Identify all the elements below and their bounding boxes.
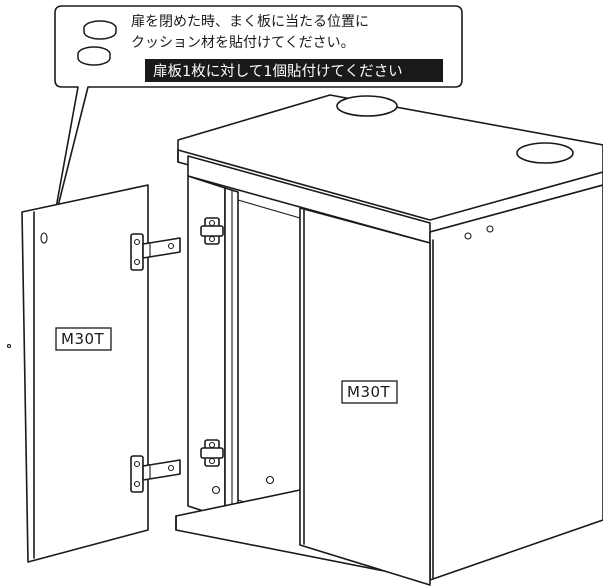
left-door-label-box [55,327,112,351]
right-side-panel [429,184,603,581]
right-door: M30T [299,207,431,586]
hinge-cabinet-bottom [200,439,224,467]
callout-line-1: 扉を閉めた時、まく板に当たる位置に [131,14,369,30]
left-door: M30T [21,184,149,563]
hinge-door-bottom [130,455,181,493]
right-door-label-box [341,380,398,404]
callout-line-2: クッション材を貼付けてください。 [131,35,355,51]
callout-banner [145,59,443,82]
callout: 扉を閉めた時、まく板に当たる位置に クッション材を貼付けてください。 扉板1枚に… [51,5,463,231]
hinge-cabinet-top [200,217,224,245]
callout-banner-text: 扉板1枚に対して1個貼付けてください [153,62,403,80]
hinge-door-top [130,233,181,271]
cushion-position-mark [40,232,48,244]
cushion-pad-icon [77,20,117,66]
left-door-label: M30T [61,330,105,348]
right-door-label: M30T [347,383,391,401]
